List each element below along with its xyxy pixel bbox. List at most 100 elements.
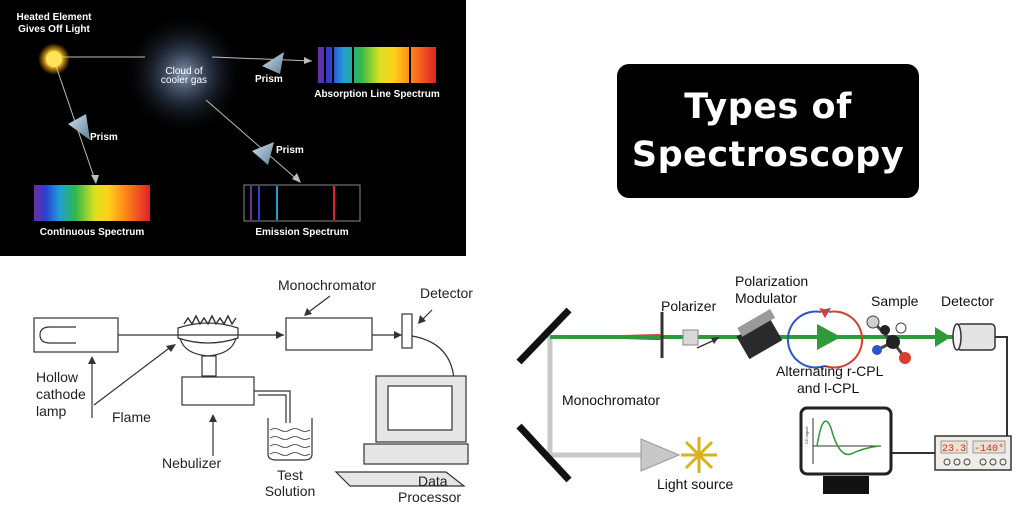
modulator-label-line2: Modulator bbox=[735, 290, 798, 306]
modulator-label-line1: Polarization bbox=[735, 273, 808, 289]
prism-label-emission: Prism bbox=[276, 145, 304, 156]
title-line2: Spectroscopy bbox=[631, 135, 905, 175]
test-solution-beaker bbox=[267, 418, 313, 461]
emission-line bbox=[250, 186, 252, 220]
molecule-atom bbox=[872, 345, 882, 355]
cloud-label-line2: cooler gas bbox=[161, 75, 207, 86]
sample-tube-inner bbox=[258, 394, 287, 423]
beam-arrow-green bbox=[935, 327, 951, 347]
lamp-label-line2: cathode bbox=[36, 386, 86, 402]
arrowhead-continuous bbox=[91, 175, 99, 184]
lamp-label-line3: lamp bbox=[36, 403, 67, 419]
alternating-label-line1: Alternating r-CPL bbox=[776, 363, 884, 379]
polarizer-label: Polarizer bbox=[661, 298, 717, 314]
monochromator-arrow bbox=[304, 308, 312, 316]
emission-line bbox=[276, 186, 278, 220]
light-source-star-icon bbox=[681, 437, 717, 473]
computer-keyboard bbox=[334, 471, 466, 487]
prism-icon bbox=[252, 142, 274, 165]
readout-value-2: -140° bbox=[974, 443, 1004, 455]
screen-axis-label: CD signal bbox=[804, 427, 809, 444]
arrowhead-emission bbox=[292, 173, 301, 183]
detector-cylinder bbox=[956, 323, 996, 351]
monochromator-box bbox=[285, 317, 373, 351]
molecule-atom bbox=[886, 335, 900, 349]
flame-pointer bbox=[93, 345, 173, 406]
readout-knobs bbox=[943, 458, 1007, 466]
emission-line bbox=[333, 186, 335, 220]
polarizer-crystal bbox=[682, 329, 699, 346]
solution-label-line1: Test bbox=[277, 467, 303, 483]
processor-label-line2: Processor bbox=[398, 489, 461, 505]
lamp-label-line1: Hollow bbox=[36, 369, 79, 385]
cpl-right-arrow bbox=[819, 308, 829, 318]
prism-label-continuous: Prism bbox=[90, 132, 118, 143]
cpl-right-arc bbox=[824, 310, 864, 369]
mirror-top bbox=[516, 307, 572, 365]
atomic-absorption-diagram: Monochromator Detector Hollow cathode la… bbox=[33, 277, 473, 505]
lamp-cathode bbox=[39, 326, 76, 344]
prism-icon bbox=[68, 114, 90, 140]
absorption-line bbox=[324, 47, 326, 83]
astronomy-diagram: Cloud of cooler gas Heated Element Gives… bbox=[16, 12, 440, 238]
molecule-atom bbox=[899, 352, 911, 364]
readout-value-1: 23.3 bbox=[942, 444, 966, 455]
molecule-atom bbox=[880, 325, 890, 335]
sample-tube bbox=[254, 390, 291, 423]
cloud-label-line1: Cloud of bbox=[165, 66, 202, 77]
molecule-atom bbox=[895, 322, 907, 334]
atomic-absorption-panel: Monochromator Detector Hollow cathode la… bbox=[0, 258, 500, 512]
sample-label: Sample bbox=[871, 293, 919, 309]
readout-display-1 bbox=[940, 440, 968, 454]
monitor-stand bbox=[823, 476, 869, 494]
cd-monitor bbox=[799, 406, 893, 476]
beam-arrow bbox=[394, 331, 402, 339]
polarization-modulator bbox=[736, 309, 783, 360]
flame-label: Flame bbox=[112, 409, 151, 425]
prism-icon bbox=[262, 52, 284, 74]
detector-arrow bbox=[418, 315, 426, 324]
detector-face bbox=[952, 323, 962, 351]
continuous-spectrum bbox=[34, 185, 150, 221]
molecule-atom bbox=[866, 315, 880, 329]
absorption-spectrum bbox=[318, 47, 436, 83]
processor-label-line1: Data bbox=[418, 473, 448, 489]
heated-label-line1: Heated Element bbox=[16, 12, 92, 23]
hollow-cathode-lamp bbox=[33, 317, 119, 353]
absorption-line bbox=[409, 47, 411, 83]
mirror-bottom bbox=[516, 423, 572, 483]
emission-line bbox=[258, 186, 260, 220]
nebulizer-arrow bbox=[209, 414, 217, 422]
alternating-label-line2: and l-CPL bbox=[797, 380, 859, 396]
beam-direction-arrow bbox=[817, 324, 841, 350]
absorption-line bbox=[332, 47, 334, 83]
monochromator-label: Monochromator bbox=[278, 277, 376, 293]
modulator-body bbox=[736, 317, 783, 360]
readout-display-2 bbox=[972, 440, 1006, 454]
circular-dichroism-panel: 23.3 -140° CD signal Polarizer Polarizat… bbox=[505, 258, 1024, 512]
flame-burner bbox=[177, 322, 239, 344]
monochromator-label: Monochromator bbox=[562, 392, 660, 408]
solution-label-line2: Solution bbox=[265, 483, 316, 499]
lens bbox=[640, 438, 681, 472]
title-box: Types of Spectroscopy bbox=[617, 64, 919, 198]
lamp-arrow bbox=[88, 356, 96, 364]
astronomy-spectra-panel: Cloud of cooler gas Heated Element Gives… bbox=[0, 0, 466, 256]
ray-to-absorption bbox=[211, 56, 313, 62]
cpl-left-arc bbox=[786, 310, 826, 369]
nebulizer bbox=[181, 376, 255, 406]
emission-spectrum bbox=[243, 184, 361, 222]
nebulizer-label: Nebulizer bbox=[162, 455, 221, 471]
title-line1: Types of bbox=[684, 87, 852, 127]
circular-dichroism-diagram: 23.3 -140° CD signal Polarizer Polarizat… bbox=[516, 273, 1012, 494]
arrowhead-absorption bbox=[304, 57, 312, 64]
absorption-label: Absorption Line Spectrum bbox=[314, 89, 440, 100]
light-source-label: Light source bbox=[657, 476, 733, 492]
prism-label-absorption: Prism bbox=[255, 74, 283, 85]
detector-label: Detector bbox=[420, 285, 473, 301]
burner-stem bbox=[201, 355, 217, 377]
detector-element bbox=[401, 313, 413, 349]
monochromator-pointer bbox=[305, 295, 331, 315]
heated-element bbox=[46, 51, 62, 67]
flame-arrow bbox=[166, 344, 176, 352]
